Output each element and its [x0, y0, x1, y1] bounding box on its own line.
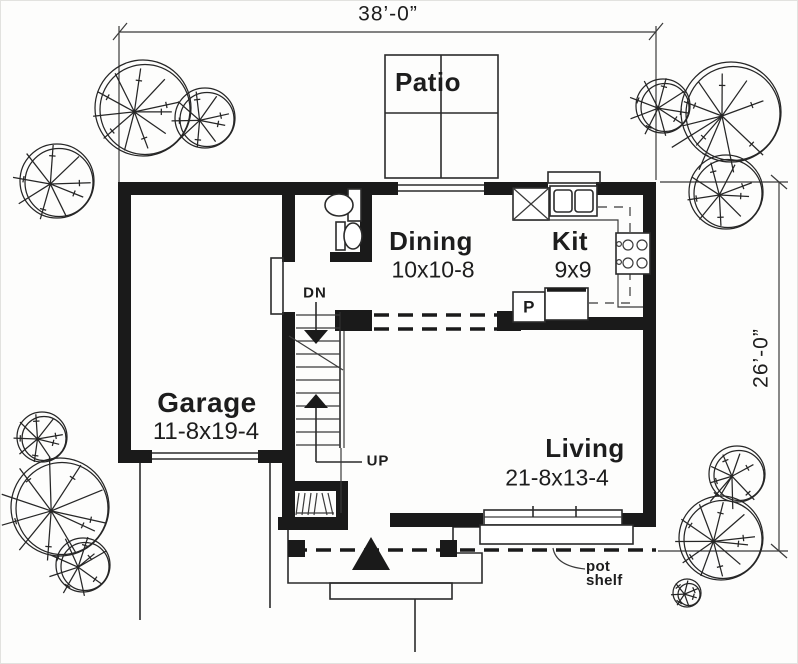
pot-shelf-line2: shelf [586, 572, 623, 589]
room-label-kitchen: Kit [551, 226, 589, 256]
stairs-group [288, 302, 362, 513]
room-label-dining: Dining [389, 226, 473, 256]
closet-group [295, 492, 334, 516]
pantry-label: P [523, 297, 535, 317]
rail-group [374, 313, 497, 331]
room-label-patio: Patio [394, 67, 462, 97]
openings-group [152, 171, 634, 570]
room-size-dining: 10x10-8 [391, 256, 475, 283]
stairs-dn-arrow [304, 330, 328, 344]
site-group [139, 463, 656, 652]
pot-shelf-line1: pot [586, 558, 611, 575]
room-label-living: Living [545, 433, 625, 463]
dimension-right-label: 26’-0” [749, 328, 773, 388]
room-label-garage: Garage [157, 387, 257, 418]
stairs-up-arrow [304, 394, 328, 408]
room-size-kitchen: 9x9 [554, 256, 592, 283]
kitchen-fixtures-group [512, 185, 651, 323]
entry-door-triangle [352, 537, 390, 570]
pot-shelf-label: pot shelf [586, 558, 623, 589]
room-size-garage: 11-8x19-4 [152, 418, 260, 445]
room-size-living: 21-8x13-4 [505, 464, 609, 491]
stairs-up-label: UP [366, 452, 390, 470]
patio-group [384, 54, 499, 179]
trees-group [1, 59, 782, 608]
bathroom-fixtures-group [324, 188, 363, 251]
dimension-top-label: 38’-0” [358, 2, 418, 26]
stairs-dn-label: DN [303, 284, 327, 302]
